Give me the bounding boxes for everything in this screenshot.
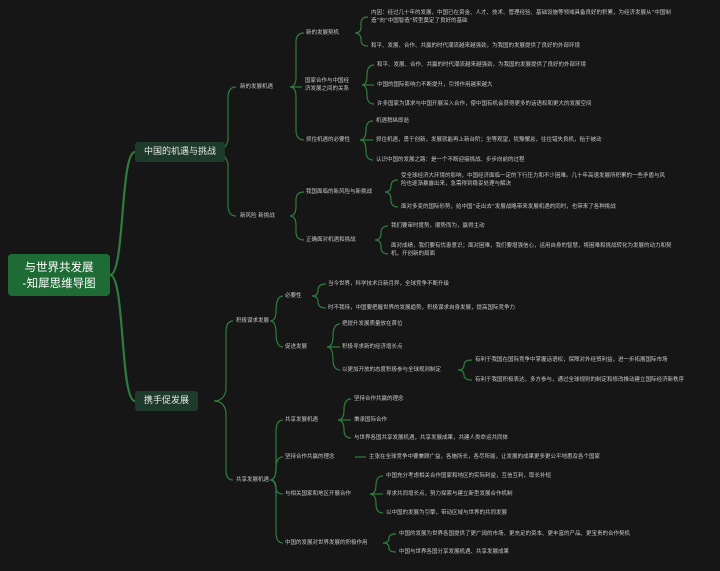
leaf-rules-2: 有利于我国积极表达，多方参与，通过全球规则的制定和修改推动建立国际经济新秩序 (475, 377, 685, 383)
leaf-partner-1: 中国充分考虑相关合作国家和地区的实际利益，互信互利，取长补短 (386, 473, 552, 479)
node-face-challenges[interactable]: 正确面对机遇和挑战 (306, 237, 356, 243)
leaf-coop-1: 和平、发展、合作、共赢的时代潮流越来越强劲，为我国的发展提供了良好的外部环境 (377, 62, 587, 68)
leaf-face-2: 面对成绩，我们要有忧患意识；面对困难，我们要增强信心，运用自身的智慧，将困难和挑… (391, 243, 672, 257)
node-grasp-necessity[interactable]: 抓住机遇的必要性 (306, 137, 351, 143)
root-subtitle: -知犀思维导图 (22, 276, 96, 290)
node-share-opportunities[interactable]: 共享发展机遇 (285, 417, 319, 423)
node-common-opportunities[interactable]: 共享发展机遇 (236, 477, 270, 483)
leaf-dev-opportunity-2: 和平、发展、合作、共赢的时代潮流越来越强劲，为我国的发展提供了良好的外部环境 (371, 43, 581, 49)
root-topic[interactable]: 与世界共发展 -知犀思维导图 (8, 254, 110, 296)
node-new-opportunities[interactable]: 新的发展机遇 (240, 84, 274, 90)
leaf-impact-2: 中国与世界各国分享发展机遇、共享发展成果 (399, 549, 510, 555)
leaf-grasp-3: 认识中国的发展之路：是一个不断迎接挑战、步步向前的过程 (376, 157, 525, 163)
leaf-promote-1: 把提升发展质量放在首位 (342, 321, 403, 327)
node-win-win[interactable]: 坚持合作共赢的理念 (285, 454, 335, 460)
node-china-impact[interactable]: 中国的发展对世界发展的积极作用 (285, 540, 368, 546)
leaf-face-1: 我们要审时度势，顺势而为，赢得主动 (391, 223, 485, 229)
leaf-impact-1: 中国的发展为世界各国提供了更广阔的市场、更充足的资本、更丰富的产品、更宝贵的合作… (399, 531, 631, 537)
topic-china-opportunities[interactable]: 中国的机遇与挑战 (135, 142, 226, 162)
leaf-coop-2: 中国的国际影响力不断提升，引领作用越来越大 (377, 82, 493, 88)
node-necessity[interactable]: 必要性 (285, 293, 302, 299)
leaf-risk-2: 面对多变的国际形势，给中国“走出去”发展战略带来发展机遇的同时，也带来了各种挑战 (401, 204, 616, 210)
leaf-coop-3: 许多国家为谋求与中国开展深入合作，使中国有机会获得更多的话语权和更大的发展空间 (377, 101, 592, 107)
node-active-development[interactable]: 积极谋求发展 (236, 318, 270, 324)
leaf-grasp-1: 机遇稍纵即逝 (376, 118, 410, 124)
node-coop-relation-line1: 国家合作与中国经 (305, 78, 350, 84)
leaf-partner-3: 以中国的发展为引擎，带动区域与世界的共同发展 (386, 510, 508, 516)
leaf-share-1: 坚持合作共赢的理念 (354, 396, 404, 402)
leaf-partner-2: 寻求共同增长点，努力探索与建立新型发展合作机制 (386, 491, 513, 497)
leaf-necessity-1: 当今世界，科学技术日新月异，全球竞争不断升级 (328, 281, 450, 287)
leaf-necessity-2: 时不我待，中国要把握世界的发展趋势，积极谋求自身发展，提高国际竞争力 (328, 305, 516, 311)
node-coop-relation-line2: 济发展之间的关系 (305, 86, 350, 92)
node-new-challenges[interactable]: 新风险 新挑战 (240, 213, 275, 219)
leaf-promote-2: 积极寻求新的经济增长点 (342, 344, 403, 350)
root-title: 与世界共发展 (24, 260, 94, 274)
leaf-grasp-2: 抓住机遇，勇于创新，发展就能再上新台阶；坐等观望，犹豫懈怠，往往错失良机，贻于被… (376, 137, 602, 143)
node-promote[interactable]: 促进发展 (285, 344, 308, 350)
node-dev-opportunity[interactable]: 新的发展契机 (306, 30, 340, 36)
node-coop-relation[interactable]: 国家合作与中国经 济发展之间的关系 (305, 77, 349, 93)
node-risks[interactable]: 我国面临的新风险与新挑战 (306, 189, 373, 195)
leaf-win-win: 主张在全球竞争中要兼顾广益，各施所长，各尽所能，让发展的成果更多更公平地惠及各个… (369, 454, 601, 460)
leaf-dev-opportunity-1: 内因：经过几十年的发展，中国已在资金、人才、技术、管理经验、基础设施等领域具备良… (371, 10, 671, 24)
node-global-rules[interactable]: 以更加开放的态度积极参与全球规则制定 (342, 367, 442, 373)
topic-joint-development[interactable]: 携手促发展 (135, 391, 199, 411)
leaf-share-2: 秉承国际合作 (354, 417, 388, 423)
node-regional-cooperation[interactable]: 与相关国家和地区开展合作 (285, 491, 352, 497)
leaf-rules-1: 有利于我国在国际竞争中掌握话语权，保障对外经贸利益，进一步拓展国际市场 (475, 357, 668, 363)
leaf-risk-1: 受全球经济大环境的影响，中国经济面临一定的下行压力和不少困难。几十年高速发展所积… (401, 173, 666, 187)
leaf-share-3: 与世界各国共享发展机遇，共享发展成果，共建人类命运共同体 (354, 435, 509, 441)
